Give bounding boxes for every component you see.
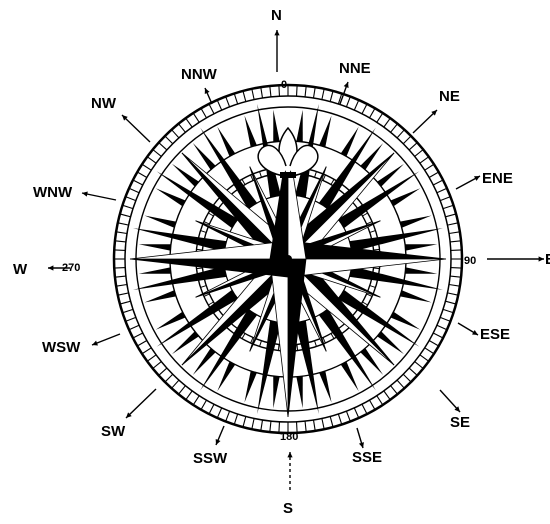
arrowhead-icon [287, 452, 292, 457]
label-s: S [283, 500, 293, 517]
arrowhead-icon [48, 265, 53, 270]
arrow-line [122, 115, 150, 142]
label-w: W [13, 261, 28, 278]
scale-tick [451, 268, 462, 269]
inner-scale-tick [297, 345, 298, 351]
degree-0: 0 [281, 79, 287, 91]
label-wnw: WNW [33, 184, 73, 201]
scale-tick [451, 250, 462, 251]
label-wsw: WSW [42, 339, 81, 356]
label-n: N [271, 7, 282, 24]
label-nnw: NNW [181, 66, 218, 83]
scale-tick [114, 250, 125, 251]
label-ssw: SSW [193, 450, 228, 467]
center-pivot [284, 255, 292, 263]
degree-270: 270 [62, 262, 80, 274]
label-ne: NE [439, 88, 460, 105]
scale-tick [279, 85, 280, 96]
scale-tick [297, 85, 298, 96]
inner-scale-tick [197, 249, 203, 250]
arrowhead-icon [82, 192, 88, 197]
degree-90: 90 [464, 255, 476, 267]
inner-scale-tick [374, 249, 380, 250]
label-sse: SSE [352, 449, 382, 466]
label-nw: NW [91, 95, 117, 112]
arrowhead-icon [344, 82, 349, 88]
inner-scale-tick [197, 268, 203, 269]
label-e: E [545, 251, 550, 268]
label-ese: ESE [480, 326, 510, 343]
label-se: SE [450, 414, 470, 431]
label-sw: SW [101, 423, 126, 440]
label-ene: ENE [482, 170, 513, 187]
arrowhead-icon [539, 256, 544, 261]
label-nne: NNE [339, 60, 371, 77]
degree-180: 180 [280, 431, 298, 443]
inner-scale-tick [278, 345, 279, 351]
arrow-line [126, 389, 156, 418]
inner-scale-tick [374, 268, 380, 269]
arrowhead-icon [274, 30, 279, 35]
scale-tick [114, 268, 125, 269]
